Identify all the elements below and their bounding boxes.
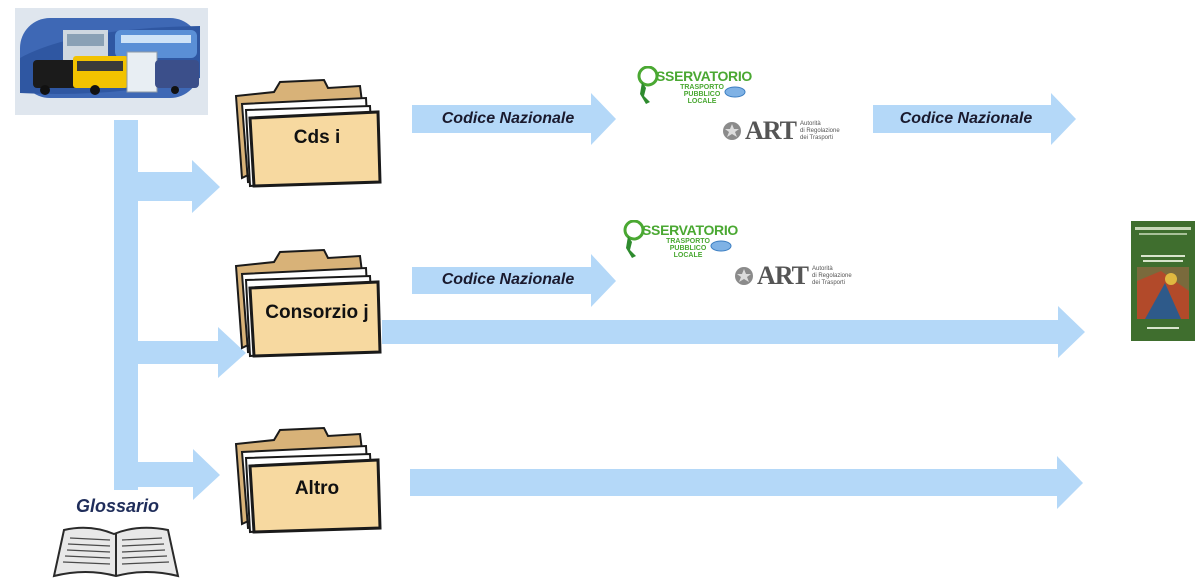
italy-map-icon [623, 220, 645, 258]
folder-label-altro: Altro [294, 478, 340, 499]
art-name: ART [757, 261, 809, 290]
tpl-badge-icon [724, 86, 746, 98]
arrow-label-codice-3: Codice Nazionale [899, 110, 1033, 127]
art-line-2: di Regolazione [811, 272, 852, 279]
trunk-arrow [114, 120, 138, 490]
art-line-2: di Regolazione [799, 127, 840, 134]
art-name: ART [745, 116, 797, 145]
branch-arrow-consorzio [138, 327, 246, 378]
art-line-3: dei Trasporti [799, 134, 833, 141]
arrow-codice-1 [412, 93, 616, 145]
folder-icon [234, 78, 382, 188]
branch-arrow-altro [138, 449, 220, 500]
arrow-codice-2 [412, 254, 616, 307]
obs-sub-3: LOCALE [687, 98, 717, 105]
branch-arrow-cds [138, 160, 220, 213]
art-line-1: Autorità [811, 265, 833, 272]
art-line-1: Autorità [799, 120, 821, 127]
osservatorio-logo: SSERVATORIO TRASPORTO PUBBLICO LOCALE [618, 220, 738, 260]
italy-map-icon [637, 66, 659, 104]
folder-label-consorzio: Consorzio j [265, 302, 369, 323]
art-logo: ART Autorità di Regolazione dei Trasport… [722, 116, 840, 146]
obs-sub-3: LOCALE [673, 252, 703, 259]
arrow-consorzio-long [382, 306, 1085, 358]
tpl-badge-icon [710, 240, 732, 252]
obs-sub-1: TRASPORTO [666, 238, 710, 245]
folder-label-cds: Cds i [293, 127, 341, 148]
obs-sub-1: TRASPORTO [680, 84, 724, 91]
emblem-icon [723, 122, 741, 140]
glossario-title: Glossario [76, 496, 160, 516]
folder-icon [234, 248, 382, 358]
folder-icon [234, 426, 382, 534]
art-logo: ART Autorità di Regolazione dei Trasport… [734, 261, 852, 291]
book-icon [52, 526, 180, 578]
emblem-icon [735, 267, 753, 285]
arrow-codice-3 [873, 93, 1076, 145]
arrow-altro-long [410, 456, 1083, 509]
arrow-label-codice-2: Codice Nazionale [441, 271, 575, 288]
arrow-label-codice-1: Codice Nazionale [441, 110, 575, 127]
vehicles-image [15, 8, 208, 115]
obs-sub-2: PUBBLICO [683, 91, 721, 98]
report-cover-image [1131, 221, 1195, 341]
art-line-3: dei Trasporti [811, 279, 845, 286]
obs-sub-2: PUBBLICO [669, 245, 707, 252]
osservatorio-logo: SSERVATORIO TRASPORTO PUBBLICO LOCALE [632, 66, 752, 106]
